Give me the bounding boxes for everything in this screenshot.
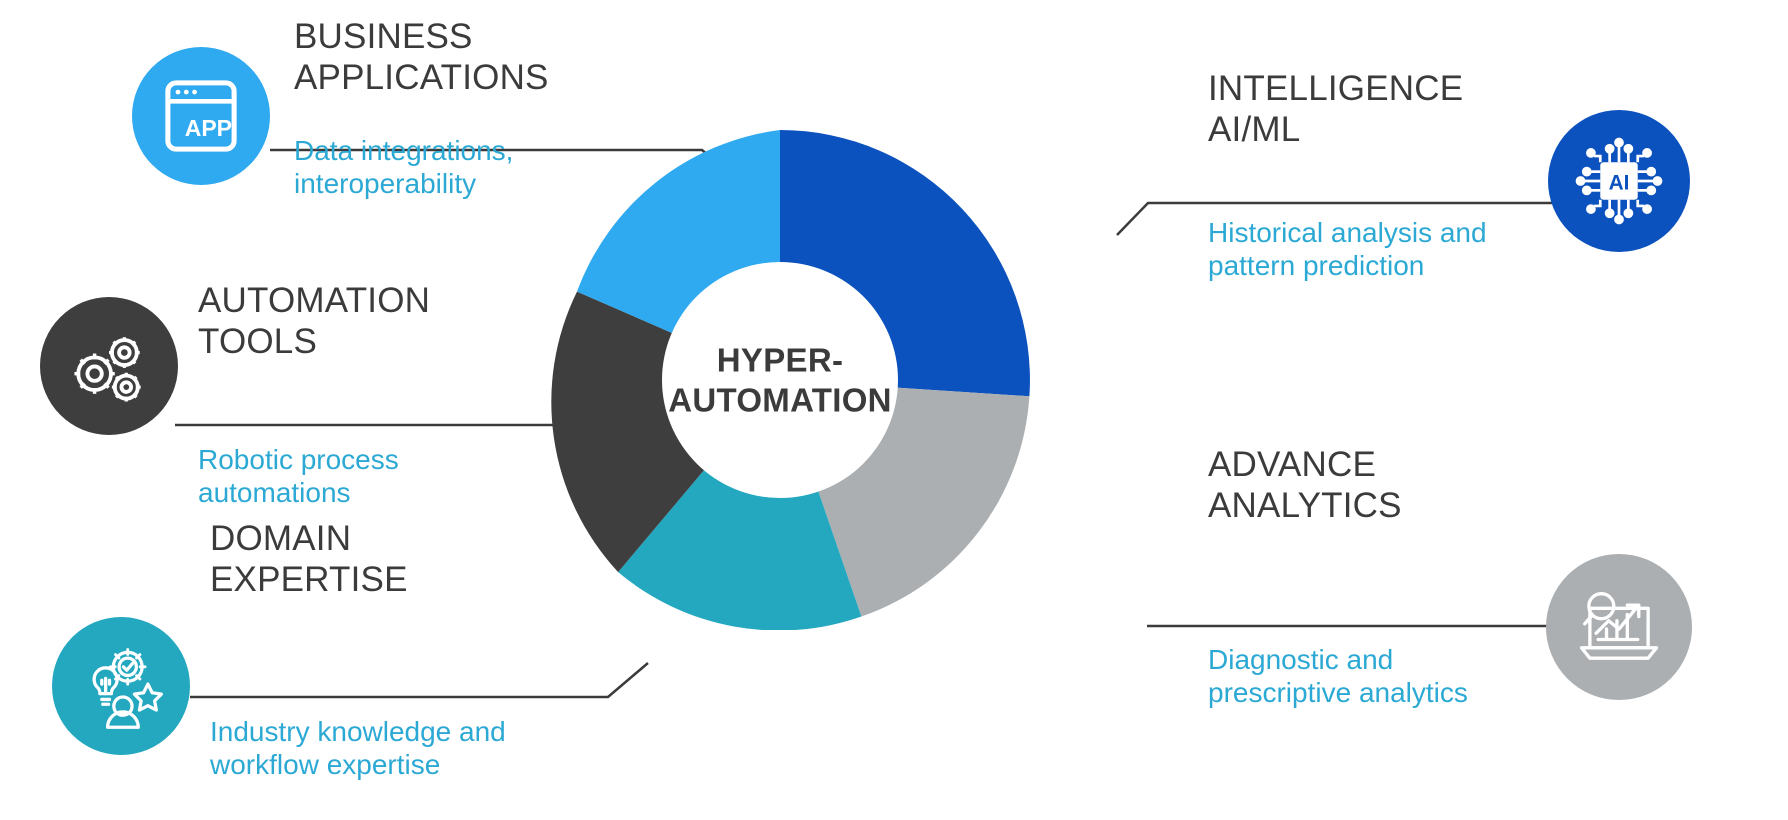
desc-business-applications: Data integrations, interoperability [294, 135, 514, 200]
desc-intelligence-ai-ml: Historical analysis and pattern predicti… [1208, 217, 1487, 282]
icon-business-applications[interactable]: APP [132, 47, 270, 185]
icon-automation-tools[interactable] [40, 297, 178, 435]
gears-icon [74, 337, 141, 402]
icon-intelligence-ai-ml[interactable]: AI [1548, 110, 1690, 252]
desc-domain-expertise: Industry knowledge and workflow expertis… [210, 716, 506, 781]
title-automation-tools: AUTOMATION TOOLS [198, 281, 431, 362]
title-intelligence-ai-ml: INTELLIGENCE AI/ML [1208, 69, 1464, 150]
donut-chart: HYPER- AUTOMATION [530, 130, 1030, 631]
app-icon-label: APP [185, 115, 232, 141]
app-window-icon: APP [165, 80, 237, 152]
icon-advance-analytics[interactable] [1546, 554, 1692, 700]
donut-hole [662, 262, 898, 498]
expertise-icon [92, 648, 163, 729]
ai-icon-label: AI [1609, 171, 1630, 194]
ai-chip-icon: AI [1575, 137, 1663, 225]
title-advance-analytics: ADVANCE ANALYTICS [1208, 445, 1402, 526]
title-domain-expertise: DOMAIN EXPERTISE [210, 519, 408, 600]
donut-center-label: HYPER- AUTOMATION [668, 341, 892, 418]
desc-advance-analytics: Diagnostic and prescriptive analytics [1208, 644, 1468, 709]
icon-domain-expertise[interactable] [52, 617, 190, 755]
analytics-laptop-icon [1579, 592, 1659, 660]
desc-automation-tools: Robotic process automations [198, 444, 399, 509]
title-business-applications: BUSINESS APPLICATIONS [294, 17, 549, 98]
connector-domain-expertise [190, 662, 649, 699]
